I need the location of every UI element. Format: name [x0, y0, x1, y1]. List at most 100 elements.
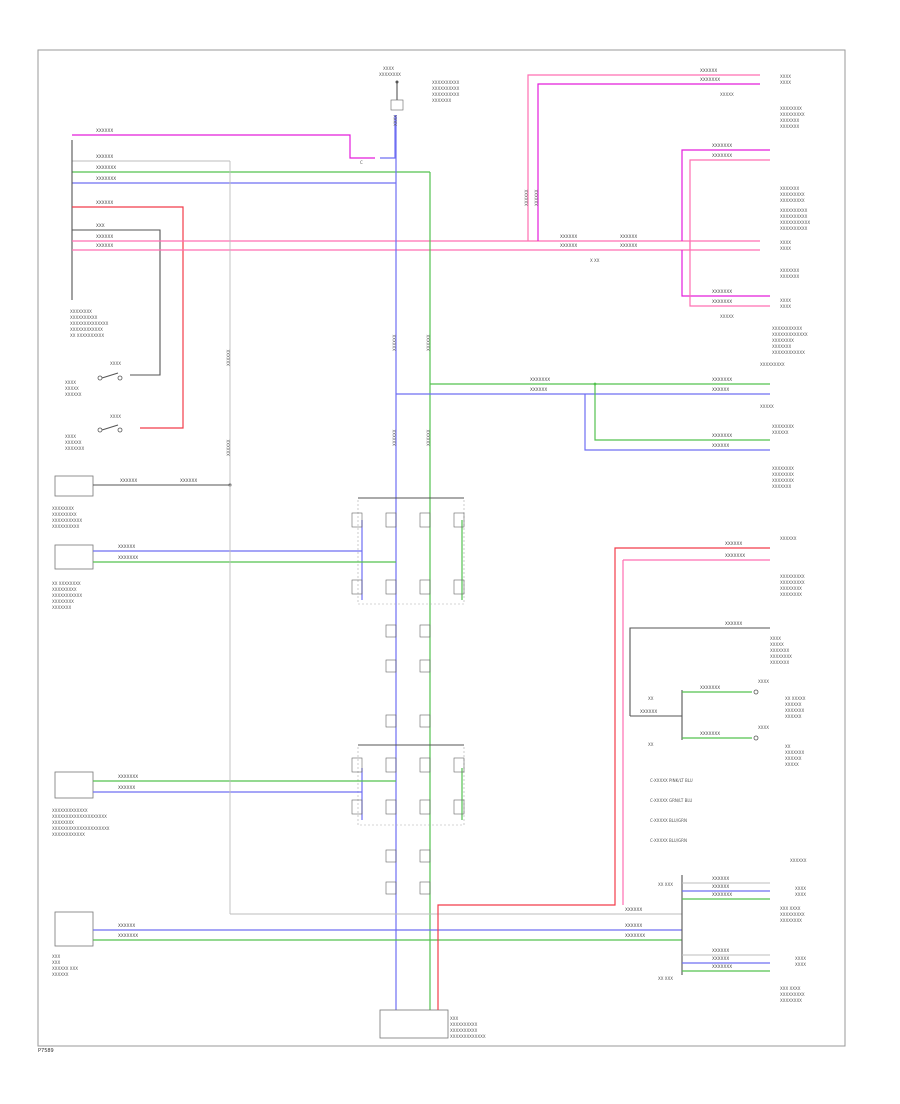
svg-text:XX XXXXX: XX XXXXX: [785, 696, 806, 701]
left-module-1: [54, 475, 94, 497]
switch-1: XXXX XXXX XXXXX XXXXXX: [65, 361, 123, 397]
svg-text:XXXXXXX: XXXXXXX: [432, 98, 451, 103]
svg-text:XXXX: XXXX: [110, 414, 121, 419]
svg-text:XXXXXX: XXXXXX: [780, 536, 797, 541]
svg-text:XXXXXXX: XXXXXXX: [785, 750, 804, 755]
svg-text:XXX: XXX: [52, 960, 60, 965]
svg-text:XXXXXXXX: XXXXXXXX: [780, 918, 802, 923]
svg-text:XXXX: XXXX: [780, 74, 791, 79]
wire-magenta-top: [72, 134, 375, 159]
svg-text:XXXXXXXX: XXXXXXXX: [52, 820, 74, 825]
svg-text:XXXXX: XXXXX: [720, 314, 734, 319]
svg-text:XXXXXXX: XXXXXXX: [625, 933, 645, 938]
bottom-connector: XXX XXXXXXXXXX XXXXXXXXXX XXXXXXXXXXXXX: [379, 1009, 486, 1039]
svg-text:XXXXXXXXX: XXXXXXXXX: [780, 198, 805, 203]
svg-text:XXXXXXXX: XXXXXXXX: [52, 506, 74, 511]
svg-text:XXXXXXXXXX: XXXXXXXXXX: [780, 226, 808, 231]
left-module-4: [54, 911, 94, 947]
svg-text:XXXXXXXXX: XXXXXXXXX: [780, 112, 805, 117]
svg-text:XXXXXXXXX: XXXXXXXXX: [780, 574, 805, 579]
svg-text:XXXXXXX: XXXXXXX: [770, 660, 789, 665]
svg-text:XXXXXX: XXXXXX: [534, 189, 539, 206]
legend-item-2: C-XXXXX GRN/LT BLU: [650, 798, 692, 803]
svg-text:XXXXXXX: XXXXXXX: [96, 165, 116, 170]
svg-text:XXXXXXXXXX: XXXXXXXXXX: [432, 92, 460, 97]
svg-text:XXXX: XXXX: [383, 66, 394, 71]
svg-text:XXXX: XXXX: [795, 956, 806, 961]
wire-black-left: [72, 229, 161, 376]
legend-item-4: C-XXXXX BLU/GRN: [650, 838, 687, 843]
svg-text:XXXXXX: XXXXXX: [524, 189, 529, 206]
svg-text:XXXXXX: XXXXXX: [620, 234, 637, 239]
svg-text:XXXXXXXX: XXXXXXXX: [780, 106, 802, 111]
svg-text:XXXXXX: XXXXXX: [118, 785, 135, 790]
wire-red-left: [72, 206, 184, 429]
svg-text:XXXXXXX: XXXXXXX: [712, 289, 732, 294]
svg-text:XXXXXXX: XXXXXXX: [772, 484, 791, 489]
svg-text:XXXXXXX: XXXXXXX: [725, 553, 745, 558]
svg-text:XXXX: XXXX: [758, 679, 769, 684]
left-module-3: [54, 771, 94, 799]
svg-text:XXXXXX: XXXXXX: [96, 154, 113, 159]
svg-text:XXXXXXX: XXXXXXX: [700, 685, 720, 690]
svg-text:XXXX: XXXX: [780, 80, 791, 85]
svg-text:XXXXXXXXXXXXXXXXXXXXX: XXXXXXXXXXXXXXXXXXXXX: [52, 826, 110, 831]
svg-text:XXXXXX: XXXXXX: [120, 478, 137, 483]
svg-text:XXXXXX: XXXXXX: [96, 200, 113, 205]
svg-text:XXXXXX: XXXXXX: [725, 621, 742, 626]
svg-text:XXXXXX: XXXXXX: [785, 714, 802, 719]
svg-text:XXXXXXXXXX: XXXXXXXXXX: [70, 315, 98, 320]
svg-text:XXXXXXX: XXXXXXX: [785, 708, 804, 713]
svg-text:XXXXXXXXX: XXXXXXXXX: [52, 512, 77, 517]
svg-text:XXXXX: XXXXX: [785, 762, 799, 767]
svg-text:XXXXXX: XXXXXX: [712, 884, 729, 889]
svg-text:XXXXXXX: XXXXXXX: [780, 268, 799, 273]
svg-text:XXXXXX: XXXXXX: [118, 923, 135, 928]
svg-text:XXXXXXXXXX: XXXXXXXXXX: [450, 1022, 478, 1027]
svg-text:XXXXXX: XXXXXX: [712, 387, 729, 392]
svg-text:XXXXXXXXXXXX: XXXXXXXXXXXX: [70, 327, 103, 332]
svg-text:XXXXXXXX: XXXXXXXX: [772, 472, 794, 477]
right-middle-module: XXXXXX XXXXXX XXXXXXX XXXXXXXXX XXXXXXXX…: [629, 536, 806, 767]
svg-text:XXXXXX: XXXXXX: [96, 128, 113, 133]
left-module-2: [54, 544, 94, 570]
svg-text:XXXXXX: XXXXXX: [426, 334, 431, 351]
svg-text:XXXXXX: XXXXXX: [700, 68, 717, 73]
svg-text:XXXXXXXX: XXXXXXXX: [70, 309, 92, 314]
svg-text:XXXXXX XXX: XXXXXX XXX: [52, 966, 78, 971]
svg-text:XXXXXX: XXXXXX: [52, 972, 69, 977]
svg-text:XXXXXXXX: XXXXXXXX: [780, 586, 802, 591]
svg-text:XXXXX: XXXXX: [760, 404, 774, 409]
svg-text:XXXXXXXXXXX: XXXXXXXXXXX: [52, 593, 82, 598]
svg-text:XXXX: XXXX: [393, 115, 398, 126]
svg-text:XXXXXXXXXXXXX: XXXXXXXXXXXXX: [52, 808, 88, 813]
svg-text:XXXXXXXXXXXXXX: XXXXXXXXXXXXXX: [70, 321, 109, 326]
svg-text:XXXXXXX: XXXXXXX: [780, 124, 799, 129]
svg-text:XXX XXXX: XXX XXXX: [780, 986, 801, 991]
svg-text:XXXXX: XXXXX: [720, 92, 734, 97]
svg-text:XXXXXX: XXXXXX: [530, 387, 547, 392]
svg-text:XXXXXXXXXXX: XXXXXXXXXXX: [772, 326, 802, 331]
svg-text:XXXXXX: XXXXXX: [785, 702, 802, 707]
svg-text:XXXX: XXXX: [65, 434, 76, 439]
svg-text:XXXXXXXX: XXXXXXXX: [780, 998, 802, 1003]
svg-text:XX: XX: [785, 744, 791, 749]
svg-text:XXXXXXXXXXXX: XXXXXXXXXXXX: [52, 832, 85, 837]
svg-text:XXXX: XXXX: [65, 380, 76, 385]
splice-block-1: [351, 497, 465, 605]
svg-text:XXXXXXX: XXXXXXX: [118, 774, 138, 779]
svg-text:XXXXXXX: XXXXXXX: [712, 299, 732, 304]
svg-text:XXXXXXX: XXXXXXX: [712, 143, 732, 148]
svg-text:XX: XX: [648, 696, 654, 701]
svg-text:XXXXXX: XXXXXX: [725, 541, 742, 546]
svg-text:XXX: XXX: [450, 1016, 458, 1021]
svg-text:XXXXX: XXXXX: [770, 642, 784, 647]
legend: C-XXXXX PINK/LT BLU C-XXXXX GRN/LT BLU C…: [650, 778, 693, 843]
svg-text:XXXXXXX: XXXXXXX: [780, 274, 799, 279]
svg-text:XXXXXXX: XXXXXXX: [712, 153, 732, 158]
left-module-labels: XXXXXXXX XXXXXXXXXX XXXXXXXXXXXXXX XXXXX…: [70, 309, 109, 338]
svg-text:XXXXXXXXXX: XXXXXXXXXX: [780, 214, 808, 219]
svg-text:XXXX: XXXX: [795, 886, 806, 891]
svg-text:XXXX: XXXX: [780, 304, 791, 309]
